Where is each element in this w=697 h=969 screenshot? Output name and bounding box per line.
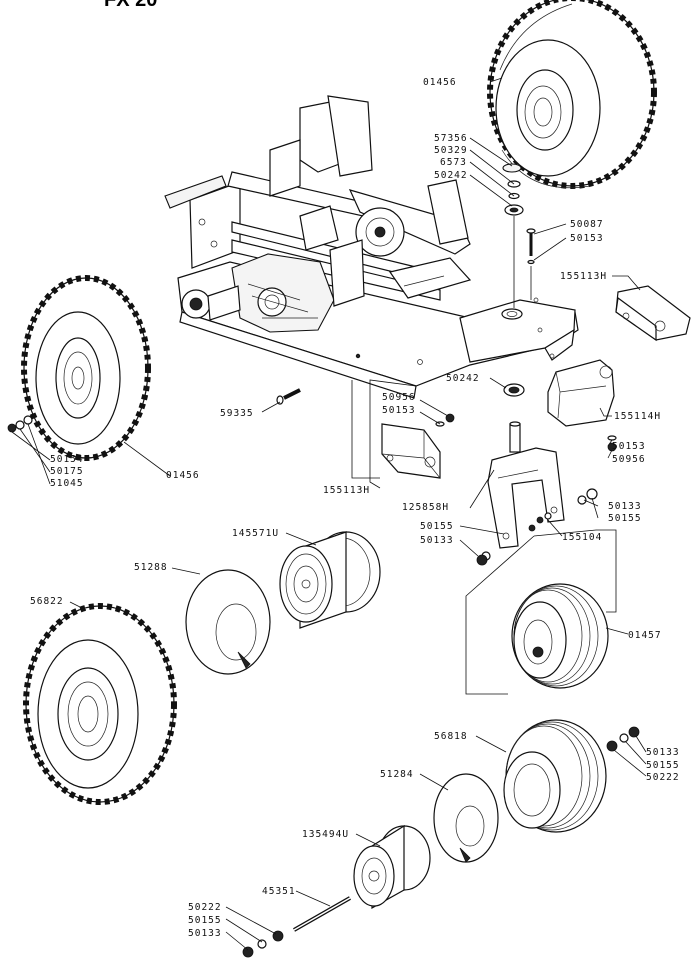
caster-rim	[353, 824, 431, 910]
part-label: 51045	[50, 478, 84, 489]
part-label: 50155	[646, 760, 680, 771]
part-label: 01456	[423, 77, 457, 88]
caster-wheel	[511, 583, 609, 689]
part-label: 50956	[382, 392, 416, 403]
part-label: 56818	[434, 731, 468, 742]
lug-nuts-left	[7, 415, 51, 485]
part-label: 01457	[628, 630, 662, 641]
diagram-title: FX 20	[104, 0, 157, 11]
part-label: 6573	[440, 157, 467, 168]
part-label: 125858H	[402, 502, 449, 513]
part-label: 56822	[30, 596, 64, 607]
leader-lines	[69, 77, 647, 951]
part-label: 51288	[134, 562, 168, 573]
part-label: 57356	[434, 133, 468, 144]
front-tire-lower-left	[23, 603, 177, 805]
part-label: 50154	[50, 454, 84, 465]
part-label: 50175	[50, 466, 84, 477]
part-label: 50133	[420, 535, 454, 546]
part-label: 50133	[646, 747, 680, 758]
part-label: 50153	[612, 441, 646, 452]
part-label: 145571U	[232, 528, 279, 539]
caster-axle-nuts-right	[606, 726, 640, 752]
part-label: 50329	[434, 145, 468, 156]
weight-top-right	[615, 285, 691, 342]
part-label: 01456	[166, 470, 200, 481]
caster-tube	[433, 773, 499, 863]
weight-lower-right	[547, 359, 615, 427]
caster-fork	[476, 421, 598, 566]
part-label: 50153	[570, 233, 604, 244]
part-label: 50222	[646, 772, 680, 783]
part-label: 59335	[220, 408, 254, 419]
part-labels: 01456 57356 50329 6573 50242 50087 50153…	[30, 77, 680, 939]
weight-left-lower	[381, 423, 441, 479]
part-label: 50222	[188, 902, 222, 913]
part-label: 50155	[420, 521, 454, 532]
part-label: 51284	[380, 769, 414, 780]
rear-tire-left	[21, 275, 151, 461]
part-label: 50087	[570, 219, 604, 230]
part-label: 50155	[188, 915, 222, 926]
part-label: 50242	[446, 373, 480, 384]
rear-rim	[279, 531, 381, 629]
part-label: 45351	[262, 886, 296, 897]
part-label: 50242	[434, 170, 468, 181]
part-label: 50133	[188, 928, 222, 939]
part-label: 50133	[608, 501, 642, 512]
caster-tire	[503, 719, 607, 833]
part-label: 155114H	[614, 411, 661, 422]
top-hardware-stack	[502, 163, 536, 308]
axle-nuts-left	[242, 930, 284, 958]
part-label: 50155	[608, 513, 642, 524]
part-label: 155113H	[560, 271, 607, 282]
part-label: 135494U	[302, 829, 349, 840]
chassis-frame	[164, 95, 579, 399]
pin	[276, 388, 301, 405]
part-label: 155104	[562, 532, 602, 543]
part-label: 155113H	[323, 485, 370, 496]
axle	[293, 896, 351, 932]
caster-bracket-lines	[465, 529, 617, 695]
rear-tube	[185, 569, 271, 675]
part-label: 50153	[382, 405, 416, 416]
rear-tire-top-right	[487, 0, 657, 189]
part-label: 50956	[612, 454, 646, 465]
